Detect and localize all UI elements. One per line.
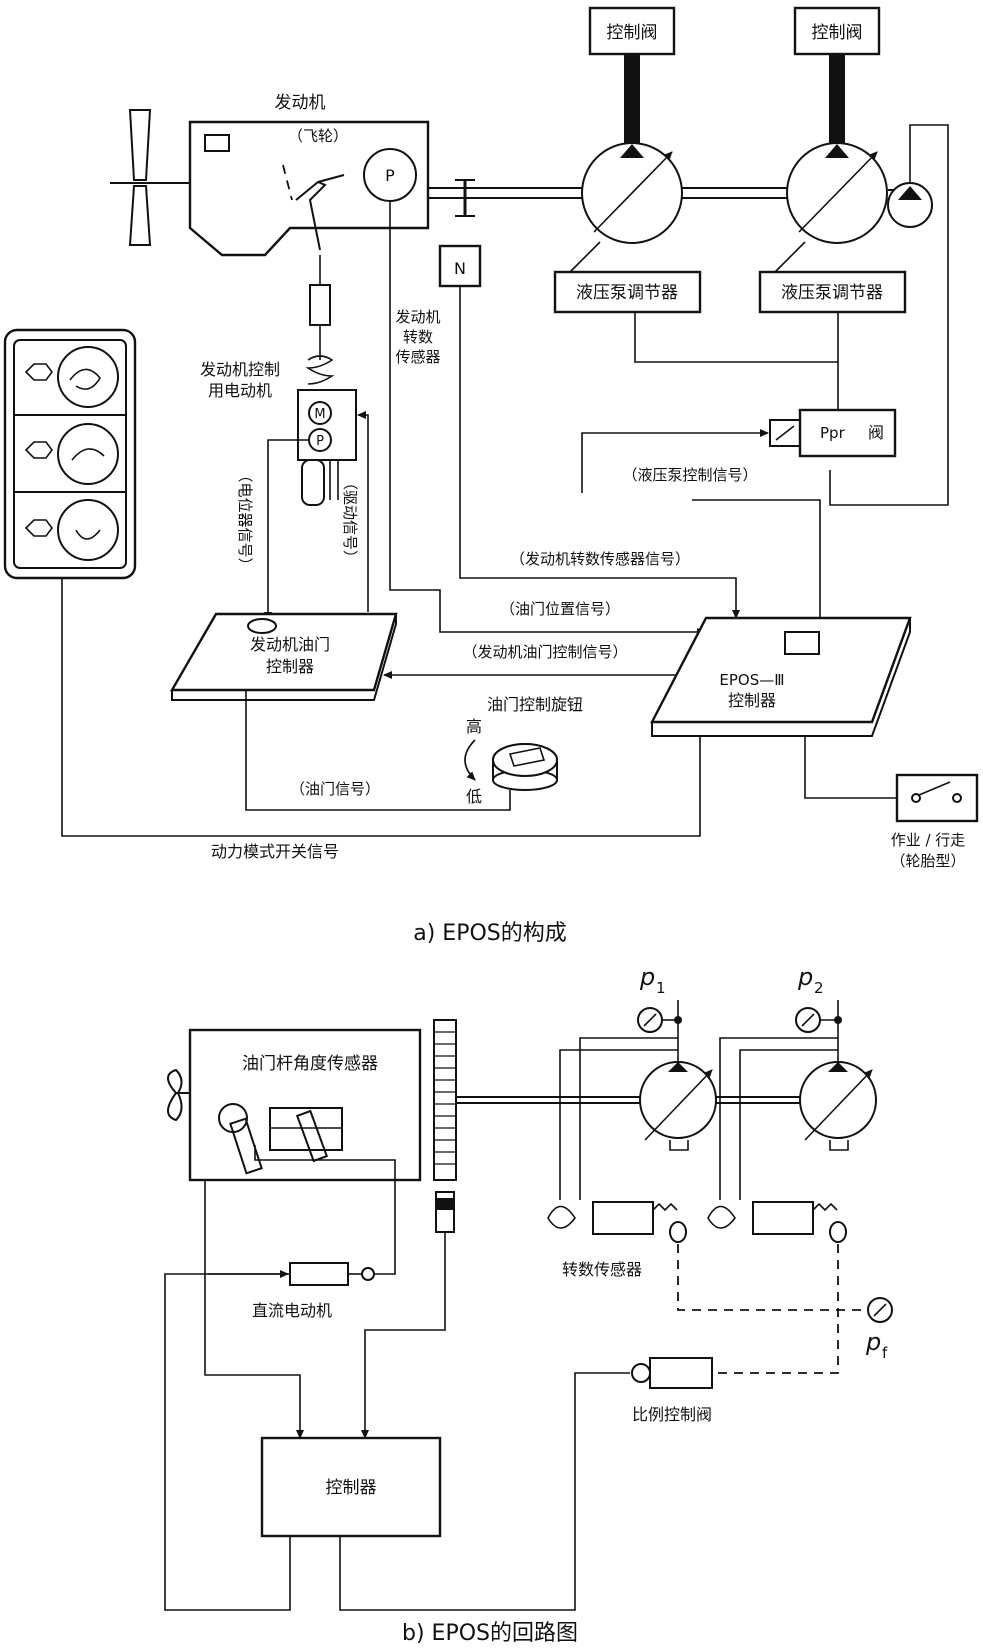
p1-label: p	[639, 963, 655, 991]
pilot-pump	[829, 124, 949, 506]
power-mode-signal-label: 动力模式开关信号	[211, 842, 339, 861]
dc-motor-label: 直流电动机	[252, 1301, 332, 1320]
engine-control-motor: M P	[297, 255, 357, 506]
power-mode-panel	[3, 328, 137, 580]
n-symbol: N	[454, 259, 466, 278]
ppr-valve: Ppr 阀	[769, 408, 897, 458]
p-symbol: P	[385, 166, 395, 185]
regulator-b-1	[547, 1201, 687, 1243]
controller-b-label: 控制器	[326, 1478, 377, 1498]
figure-a-caption: a) EPOS的构成	[413, 921, 567, 946]
pump-regulator-2-label: 液压泵调节器	[781, 283, 883, 303]
hydraulic-pump-1: 控制阀	[581, 6, 683, 244]
control-valve-2-label: 控制阀	[812, 23, 863, 43]
epos-label-2: 控制器	[728, 691, 776, 710]
motor-label-1: 发动机控制	[200, 360, 280, 379]
throttle-signal-label: （油门信号）	[290, 780, 380, 798]
flywheel-label: （飞轮）	[288, 127, 348, 145]
fan-b-icon	[167, 1068, 190, 1122]
m-symbol: M	[314, 407, 325, 422]
pump-regulator-2	[758, 270, 907, 314]
p2-sub: 2	[814, 979, 824, 997]
figure-b: 油门杆角度传感器	[164, 963, 893, 1646]
proportional-valve-label: 比例控制阀	[632, 1405, 712, 1424]
pump-regulator-1-label: 液压泵调节器	[576, 283, 678, 303]
speed-sensor-label-3: 传感器	[395, 348, 440, 366]
proportional-valve	[649, 1357, 713, 1389]
throttle-knob-label: 油门控制旋钮	[487, 695, 583, 714]
control-valve-1-label: 控制阀	[607, 23, 658, 43]
low-label: 低	[466, 787, 482, 806]
throttle-angle-sensor-label: 油门杆角度传感器	[242, 1054, 378, 1074]
motor-label-2: 用电动机	[208, 381, 272, 400]
epos-controller: EPOS—Ⅲ 控制器	[650, 616, 912, 737]
fan-icon	[110, 109, 190, 246]
speed-sensor-signal-label: （发动机转数传感器信号）	[510, 550, 690, 568]
regulator-b-2	[707, 1201, 847, 1243]
speed-sensor-b-label: 转数传感器	[562, 1260, 642, 1279]
pump-control-signal-label: （液压泵控制信号）	[622, 466, 757, 484]
p1-sub: 1	[656, 979, 666, 997]
throttle-controller-label-2: 控制器	[266, 657, 314, 676]
pf-label: p	[865, 1328, 881, 1356]
p2-label: p	[797, 963, 813, 991]
throttle-position-signal-label: （油门位置信号）	[500, 600, 620, 618]
work-travel-switch	[895, 773, 979, 823]
high-label: 高	[466, 717, 482, 736]
engine-block: P	[188, 120, 430, 257]
pump-b-2	[799, 1061, 877, 1151]
dc-motor	[289, 1262, 349, 1286]
speed-sensor-label-1: 发动机	[395, 308, 440, 326]
motor-p-symbol: P	[316, 434, 324, 449]
pump-b-1	[639, 1061, 717, 1151]
epos-label-1: EPOS—Ⅲ	[719, 671, 784, 689]
pump-regulator-1	[553, 270, 702, 314]
potentiometer-signal-label: （电位器信号）	[236, 467, 254, 572]
work-travel-label: 作业 / 行走	[891, 831, 966, 849]
controller-b	[260, 1436, 442, 1538]
throttle-controller: 发动机油门 控制器	[169, 612, 398, 701]
speed-sensor-label-2: 转数	[403, 328, 433, 346]
throttle-control-signal-label: （发动机油门控制信号）	[462, 643, 627, 661]
engine-label: 发动机	[275, 93, 326, 113]
ppr-valve-label: 阀	[868, 423, 884, 442]
throttle-controller-label-1: 发动机油门	[250, 635, 330, 654]
figure-b-caption: b) EPOS的回路图	[402, 1621, 578, 1646]
hydraulic-pump-2: 控制阀	[786, 6, 888, 244]
engine-b-box	[188, 1028, 422, 1182]
figure-a: P 发动机 （飞轮） 控制阀 控制阀	[3, 6, 979, 946]
drive-signal-label: （驱动信号）	[341, 475, 359, 565]
tire-type-label: （轮胎型）	[890, 852, 965, 870]
pf-sub: f	[882, 1344, 888, 1362]
throttle-knob	[464, 739, 558, 791]
ppr-symbol: Ppr	[820, 424, 846, 442]
gear	[433, 1019, 457, 1181]
